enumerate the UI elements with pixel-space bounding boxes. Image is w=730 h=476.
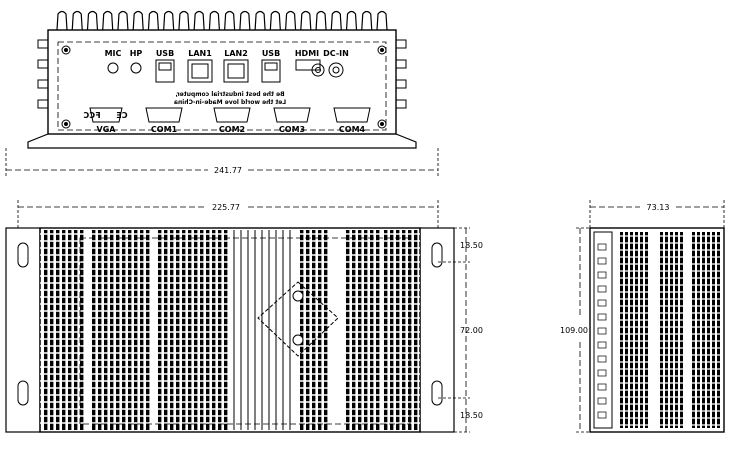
center-bosses	[292, 290, 304, 346]
dim-hole-spacing: 72.00	[460, 326, 483, 335]
front-panel-body	[47, 29, 397, 135]
side-front-panel	[593, 231, 613, 429]
com4-port	[333, 107, 371, 123]
front-heatsink-fins	[56, 10, 388, 31]
lan1-port	[187, 59, 213, 83]
top-view: 225.77 18.50 72.00 18.50	[5, 200, 483, 433]
front-width-value: 241.77	[214, 166, 242, 175]
front-width-dimension	[5, 148, 439, 176]
front-side-ribs	[37, 39, 407, 109]
top-body-outline	[39, 227, 421, 433]
side-body-outline	[589, 227, 725, 433]
port-label-usb-1: USB	[156, 49, 174, 58]
side-height-value: 109.00	[560, 326, 588, 335]
top-width-value: 225.77	[212, 203, 240, 212]
port-label-com3: COM3	[279, 125, 305, 134]
port-label-hp: HP	[130, 49, 143, 58]
port-label-dc-in: DC-IN	[323, 49, 349, 58]
hdmi-port	[295, 59, 321, 71]
port-label-hdmi: HDMI	[295, 49, 319, 58]
side-view: 73.13 109.00	[560, 200, 725, 433]
side-width-value: 73.13	[647, 203, 670, 212]
top-right-dimensions	[438, 227, 470, 433]
mic-jack	[107, 62, 119, 74]
mirrored-ce: CE	[116, 111, 127, 120]
front-bottom-ports	[89, 107, 371, 123]
vga-port	[89, 107, 123, 123]
side-heatsink-fins	[597, 232, 722, 428]
front-top-ports	[107, 59, 344, 83]
port-label-usb-2: USB	[262, 49, 280, 58]
front-view: MIC HP USB LAN1 LAN2 USB HDMI DC-IN	[5, 10, 439, 176]
usb-port-2	[261, 59, 281, 83]
dim-top-margin: 18.50	[460, 241, 483, 250]
right-mounting-flange	[419, 227, 455, 433]
usb-port-1	[155, 59, 175, 83]
side-width-dimension	[589, 200, 725, 230]
top-heatsink-fins	[40, 230, 420, 430]
dc-in-jack	[328, 62, 344, 78]
com2-port	[213, 107, 251, 123]
top-width-dimension	[17, 200, 439, 230]
front-panel-inner-border	[57, 41, 387, 131]
mirrored-line-1: Be the best industrial computer,	[175, 91, 284, 98]
front-mounting-feet	[27, 133, 417, 149]
port-label-com1: COM1	[151, 125, 178, 134]
front-mirrored-text: Be the best industrial computer, Let the…	[83, 91, 286, 120]
mirrored-line-2: Let the world love Made-in-China	[174, 99, 286, 106]
port-label-vga: VGA	[97, 125, 117, 134]
front-screws	[61, 45, 387, 129]
port-label-com4: COM4	[339, 125, 366, 134]
port-label-mic: MIC	[105, 49, 122, 58]
dim-bottom-margin: 18.50	[460, 411, 483, 420]
com1-port	[145, 107, 183, 123]
left-mounting-flange	[5, 227, 41, 433]
mounting-slots	[17, 242, 443, 406]
port-label-com2: COM2	[219, 125, 245, 134]
hp-jack	[130, 62, 142, 74]
center-diamond-outline	[257, 281, 339, 357]
port-label-lan1: LAN1	[188, 49, 212, 58]
port-label-lan2: LAN2	[224, 49, 248, 58]
lan2-port	[223, 59, 249, 83]
com3-port	[273, 107, 311, 123]
